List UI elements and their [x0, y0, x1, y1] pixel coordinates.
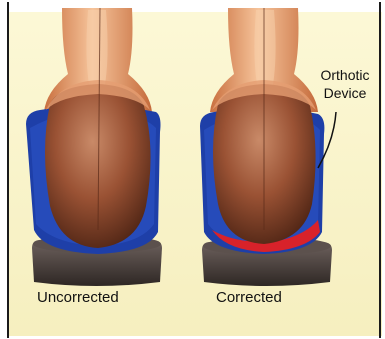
label-uncorrected: Uncorrected	[37, 289, 119, 306]
label-corrected: Corrected	[216, 289, 282, 306]
corrected-tendon	[254, 10, 275, 90]
callout-line-1: Orthotic	[313, 66, 377, 84]
callout-line-2: Device	[313, 84, 377, 102]
orthotic-device-callout: Orthotic Device	[313, 66, 377, 102]
uncorrected-tendon	[86, 10, 107, 90]
